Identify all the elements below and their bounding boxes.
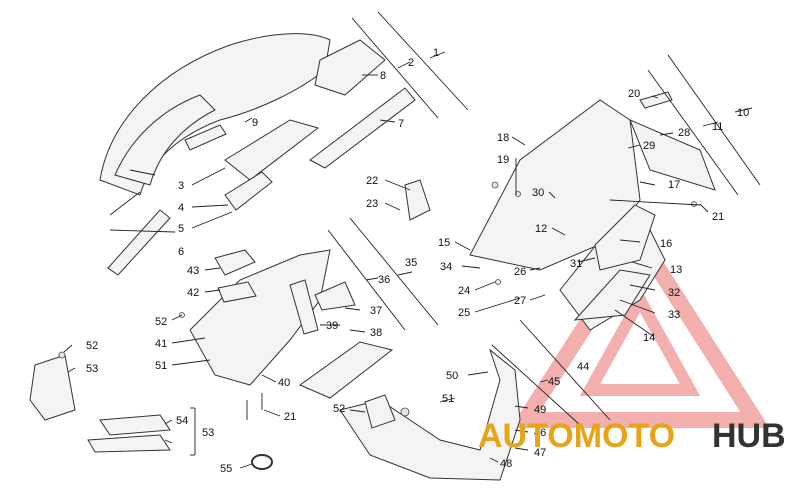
callout-7: 7 <box>398 118 404 130</box>
callout-41: 41 <box>155 338 167 350</box>
callout-32: 32 <box>668 287 680 299</box>
watermark-word-hub: HUB <box>712 417 786 455</box>
callout-37: 37 <box>370 305 382 317</box>
callout-18: 18 <box>497 132 509 144</box>
callout-9: 9 <box>252 117 258 129</box>
callout-52-b: 52 <box>86 340 98 352</box>
callout-21: 21 <box>712 211 724 223</box>
callout-19: 19 <box>497 154 509 166</box>
belly-pan-assembly <box>189 249 394 399</box>
watermark-logo-icon <box>510 225 770 428</box>
callout-40: 40 <box>278 377 290 389</box>
callout-34: 34 <box>440 261 452 273</box>
callout-4: 4 <box>178 202 184 214</box>
callout-44: 44 <box>577 361 589 373</box>
callout-21-b: 21 <box>284 411 296 423</box>
callout-labels: 1 2 3 4 5 6 8 9 7 10 11 28 20 29 18 19 1… <box>86 47 749 475</box>
callout-35: 35 <box>405 257 417 269</box>
callout-20: 20 <box>628 88 640 100</box>
callout-52-a: 52 <box>155 316 167 328</box>
side-panel-assembly <box>404 91 716 331</box>
callout-54: 54 <box>176 415 188 427</box>
callout-22: 22 <box>366 175 378 187</box>
callout-53-b: 53 <box>202 427 214 439</box>
callout-31: 31 <box>570 258 582 270</box>
callout-48: 48 <box>500 458 512 470</box>
fastener-dots <box>179 181 697 420</box>
callout-15: 15 <box>438 237 450 249</box>
leader-lines <box>63 11 761 469</box>
callout-3: 3 <box>178 180 184 192</box>
callout-38: 38 <box>370 327 382 339</box>
callout-13: 13 <box>670 264 682 276</box>
callout-17: 17 <box>668 179 680 191</box>
callout-29: 29 <box>643 140 655 152</box>
callout-11: 11 <box>712 121 723 133</box>
callout-50: 50 <box>446 370 458 382</box>
watermark-word-automoto: AUTOMOTO <box>478 417 675 455</box>
callout-43: 43 <box>187 265 199 277</box>
callout-52-c: 52 <box>333 403 345 415</box>
callout-14: 14 <box>643 332 655 344</box>
callout-49: 49 <box>534 404 546 416</box>
callout-30: 30 <box>532 187 544 199</box>
callout-51-a: 51 <box>155 360 167 372</box>
callout-10: 10 <box>737 107 749 119</box>
windshield-parts <box>29 351 171 453</box>
callout-6: 6 <box>178 246 184 258</box>
lower-skid-assembly <box>339 348 521 481</box>
callout-46: 46 <box>534 427 546 439</box>
callout-1: 1 <box>433 47 439 59</box>
callout-45: 45 <box>548 376 560 388</box>
callout-53-a: 53 <box>86 363 98 375</box>
callout-39: 39 <box>326 320 338 332</box>
watermark-text: AUTOMOTO HUB <box>478 417 786 455</box>
callout-8: 8 <box>380 70 386 82</box>
callout-25: 25 <box>458 307 470 319</box>
callout-42: 42 <box>187 287 199 299</box>
callout-27: 27 <box>514 295 526 307</box>
callout-16: 16 <box>660 238 672 250</box>
callout-26: 26 <box>514 266 526 278</box>
clamp-ring-icon <box>251 454 273 470</box>
callout-2: 2 <box>408 57 414 69</box>
callout-36: 36 <box>378 274 390 286</box>
callout-23: 23 <box>366 198 378 210</box>
callout-33: 33 <box>668 309 680 321</box>
callout-28: 28 <box>678 127 690 139</box>
callout-24: 24 <box>458 285 470 297</box>
callout-47: 47 <box>534 447 546 459</box>
hood-assembly <box>99 33 416 276</box>
callout-51-b: 51 <box>442 393 454 405</box>
callout-55: 55 <box>220 463 232 475</box>
callout-12: 12 <box>535 223 547 235</box>
callout-5: 5 <box>178 223 184 235</box>
